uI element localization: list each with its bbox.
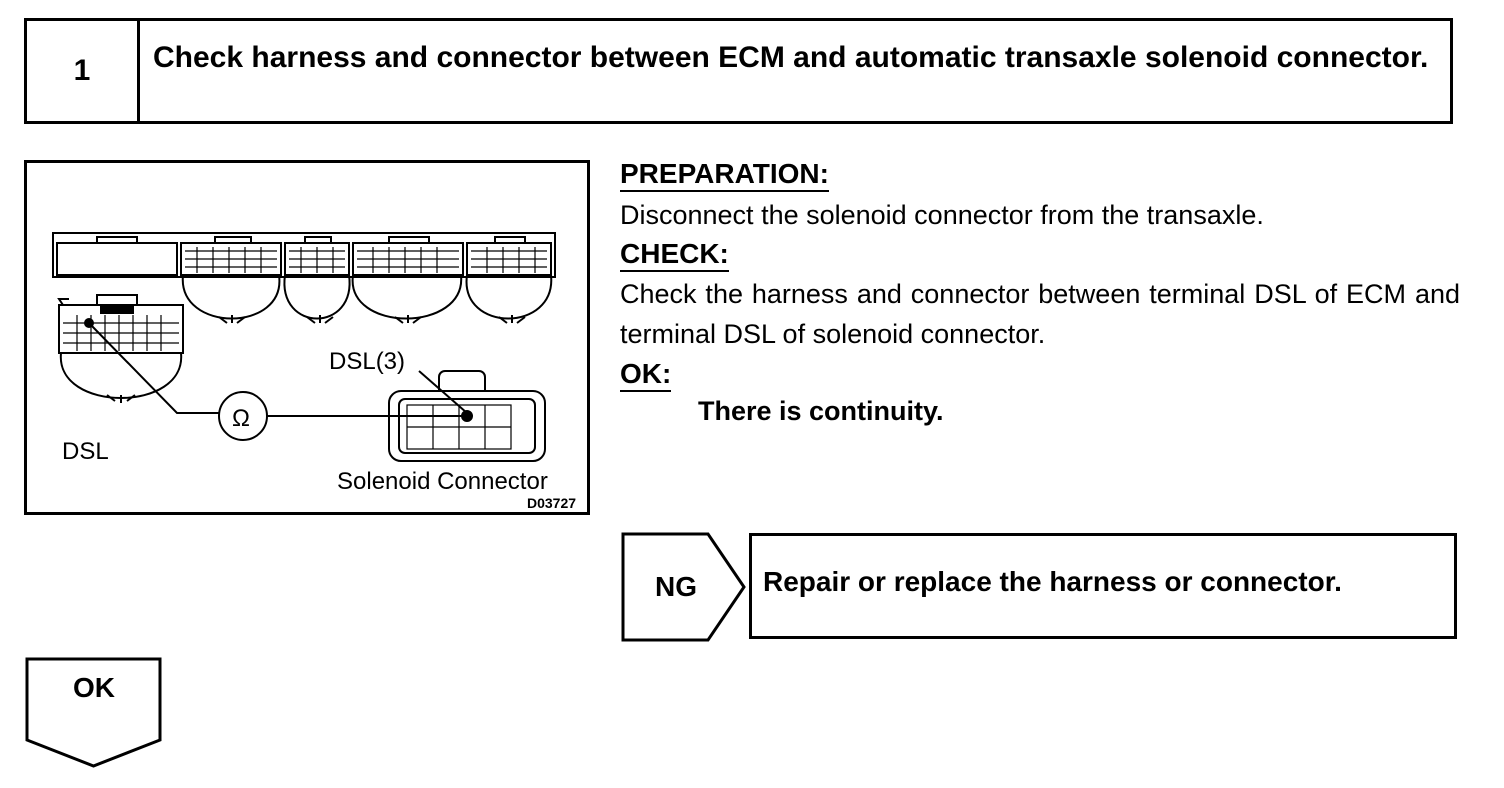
ok-arrow-shape	[25, 657, 162, 768]
step-header: 1 Check harness and connector between EC…	[24, 18, 1453, 124]
ng-action-text: Repair or replace the harness or connect…	[763, 566, 1342, 597]
dsl-label: DSL	[62, 438, 109, 465]
check-text: Check the harness and connector between …	[620, 279, 1460, 349]
check-heading: CHECK:	[620, 238, 729, 272]
wiring-diagram: DSL(3) DSL Ω Solenoid Connector D03727	[24, 160, 590, 515]
diagram-drawing: DSL(3) DSL Ω Solenoid Connector D03727	[52, 232, 576, 511]
ecm-connector-housing	[52, 232, 556, 278]
solenoid-connector-drawing	[388, 390, 546, 462]
step-title: Check harness and connector between ECM …	[153, 41, 1429, 74]
ng-arrow-shape	[621, 532, 746, 642]
preparation-text: Disconnect the solenoid connector from t…	[620, 200, 1264, 230]
ok-label: OK	[73, 672, 115, 703]
solenoid-connector-label: Solenoid Connector	[337, 468, 548, 495]
step-number: 1	[27, 21, 140, 121]
dsl-pin-label: DSL(3)	[329, 348, 405, 375]
ok-result: There is continuity.	[698, 396, 944, 426]
ok-heading: OK:	[620, 358, 672, 392]
ohm-symbol: Ω	[232, 405, 250, 432]
ng-label: NG	[655, 571, 697, 602]
figure-code: D03727	[527, 495, 576, 511]
preparation-heading: PREPARATION:	[620, 158, 829, 192]
ecm-left-connector	[58, 304, 184, 354]
ng-action-box	[749, 533, 1457, 639]
